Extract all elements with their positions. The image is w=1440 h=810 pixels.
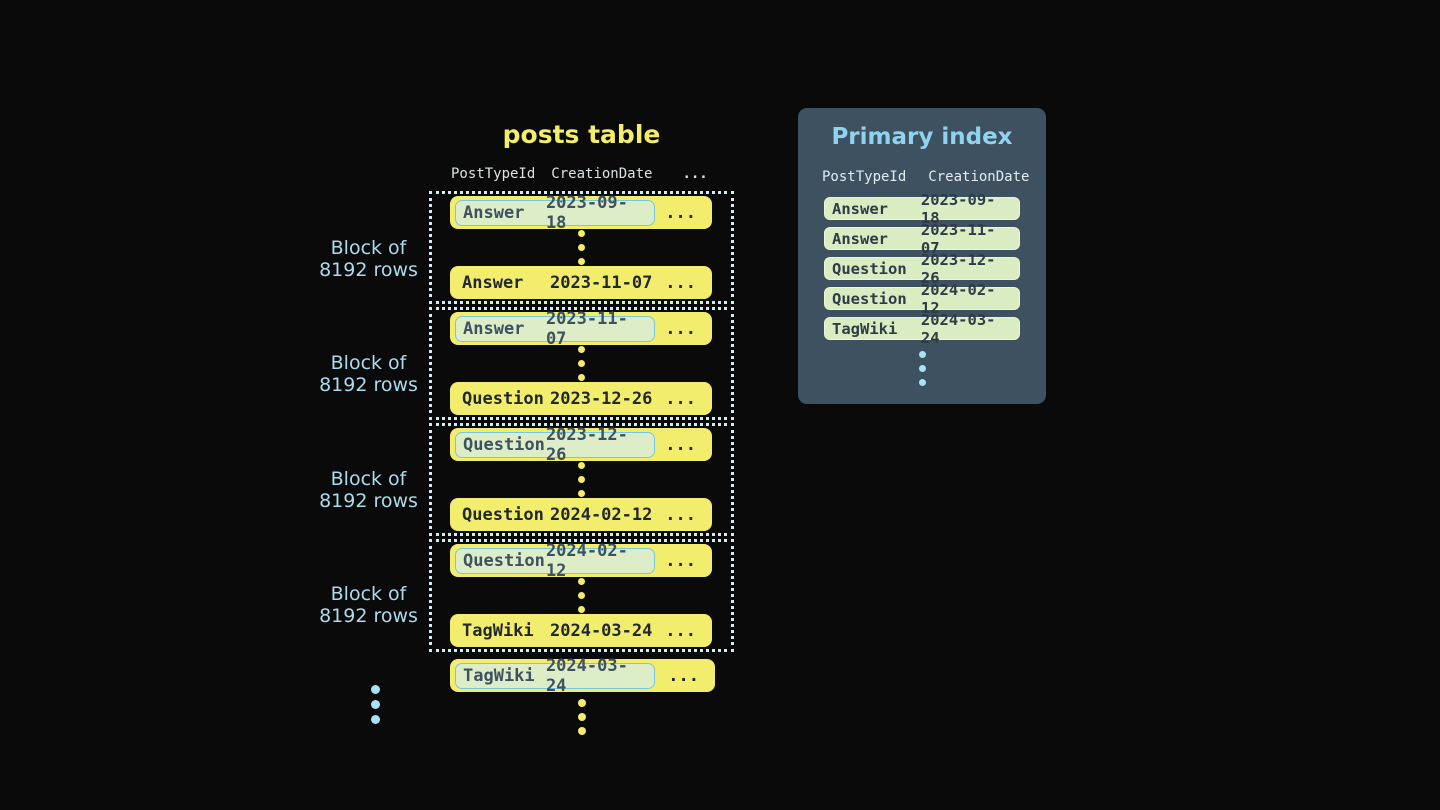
more-index-entries-ellipsis-dots <box>798 351 1046 386</box>
index-entry: Answer 2023-09-18 <box>824 191 1020 227</box>
other-columns-ellipsis: ... <box>665 620 696 641</box>
creation-date-cell: 2024-02-12 <box>920 280 996 317</box>
posts-block-4: Question 2024-02-12 ... TagWiki 2024-03-… <box>429 539 734 652</box>
other-columns-ellipsis: ... <box>665 388 696 409</box>
creation-date-cell: 2024-03-24 <box>545 655 628 696</box>
creation-date-cell: 2023-11-07 <box>550 272 653 293</box>
block-label-line1: Block of <box>330 237 407 259</box>
post-type-cell: TagWiki <box>462 620 534 641</box>
table-row-block-last: Question 2024-02-12 ... <box>450 498 712 531</box>
primary-index-column-headers: PostTypeId CreationDate <box>798 169 1046 185</box>
primary-index-panel: Primary index PostTypeId CreationDate An… <box>798 108 1046 404</box>
posts-next-block-start: TagWiki 2024-03-24 ... <box>429 656 734 696</box>
column-header-posttypeid: PostTypeId <box>451 166 536 182</box>
creation-date-cell: 2024-02-12 <box>545 540 628 581</box>
other-columns-ellipsis: ... <box>668 665 699 686</box>
index-entry: Question 2024-02-12 <box>824 281 1020 317</box>
post-type-cell: Question <box>832 259 907 278</box>
other-columns-ellipsis: ... <box>665 550 696 571</box>
block-label-line1: Block of <box>330 468 407 490</box>
post-type-cell: Answer <box>463 318 525 339</box>
block-label-line2: 8192 rows <box>319 373 418 396</box>
hidden-rows-ellipsis-dots <box>450 345 712 382</box>
indexed-key-highlight: Question 2024-02-12 <box>455 541 655 581</box>
table-row-block-first: Answer 2023-09-18 ... <box>450 193 712 233</box>
posts-table: Answer 2023-09-18 ... Answer 2023-11-07 … <box>429 191 734 735</box>
other-columns-ellipsis: ... <box>665 318 696 339</box>
column-header-creationdate: CreationDate <box>551 166 653 182</box>
block-label-line1: Block of <box>330 352 407 374</box>
creation-date-cell: 2023-11-07 <box>545 308 628 349</box>
block-label-4: Block of 8192 rows <box>306 583 431 627</box>
block-label-1: Block of 8192 rows <box>306 237 431 281</box>
more-blocks-ellipsis-dots <box>371 685 380 724</box>
column-header-creationdate: CreationDate <box>928 169 1030 185</box>
indexed-key-highlight: TagWiki 2024-03-24 <box>455 656 655 696</box>
index-entry: Answer 2023-11-07 <box>824 221 1020 257</box>
post-type-cell: Question <box>832 289 907 308</box>
primary-index-title: Primary index <box>831 124 1013 150</box>
creation-date-cell: 2024-02-12 <box>550 504 653 525</box>
more-rows-ellipsis-dots <box>429 699 734 735</box>
creation-date-cell: 2023-09-18 <box>545 192 628 233</box>
creation-date-cell: 2023-09-18 <box>920 190 996 227</box>
hidden-rows-ellipsis-dots <box>450 461 712 498</box>
post-type-cell: Question <box>462 504 544 525</box>
column-header-ellipsis: ... <box>682 166 708 182</box>
hidden-rows-ellipsis-dots <box>450 229 712 266</box>
post-type-cell: Question <box>463 550 545 571</box>
creation-date-cell: 2024-03-24 <box>920 310 996 347</box>
post-type-cell: TagWiki <box>463 665 535 686</box>
block-label-line2: 8192 rows <box>319 258 418 281</box>
table-row-block-first: Question 2023-12-26 ... <box>450 425 712 465</box>
other-columns-ellipsis: ... <box>665 504 696 525</box>
primary-index-rows: Answer 2023-09-18 Answer 2023-11-07 Ques… <box>824 191 1020 347</box>
indexed-key-highlight: Question 2023-12-26 <box>455 425 655 465</box>
index-entry: Question 2023-12-26 <box>824 251 1020 287</box>
table-row-block-first: Question 2024-02-12 ... <box>450 541 712 581</box>
table-row-block-first: TagWiki 2024-03-24 ... <box>450 656 715 696</box>
posts-table-column-headers: PostTypeId CreationDate ... <box>429 166 734 182</box>
post-type-cell: TagWiki <box>832 319 898 338</box>
indexed-key-highlight: Answer 2023-09-18 <box>455 193 655 233</box>
column-header-posttypeid: PostTypeId <box>822 169 907 185</box>
post-type-cell: Answer <box>832 229 888 248</box>
block-label-line1: Block of <box>330 583 407 605</box>
creation-date-cell: 2023-12-26 <box>545 424 628 465</box>
other-columns-ellipsis: ... <box>665 434 696 455</box>
table-row-block-first: Answer 2023-11-07 ... <box>450 309 712 349</box>
block-label-3: Block of 8192 rows <box>306 468 431 512</box>
posts-block-2: Answer 2023-11-07 ... Question 2023-12-2… <box>429 307 734 420</box>
post-type-cell: Answer <box>832 199 888 218</box>
post-type-cell: Question <box>463 434 545 455</box>
other-columns-ellipsis: ... <box>665 202 696 223</box>
creation-date-cell: 2023-11-07 <box>920 220 996 257</box>
hidden-rows-ellipsis-dots <box>450 577 712 614</box>
posts-table-title: posts table <box>502 120 661 149</box>
posts-block-3: Question 2023-12-26 ... Question 2024-02… <box>429 423 734 536</box>
block-label-line2: 8192 rows <box>319 604 418 627</box>
creation-date-cell: 2023-12-26 <box>550 388 653 409</box>
post-type-cell: Question <box>462 388 544 409</box>
creation-date-cell: 2024-03-24 <box>550 620 653 641</box>
block-label-line2: 8192 rows <box>319 489 418 512</box>
post-type-cell: Answer <box>463 202 525 223</box>
block-label-2: Block of 8192 rows <box>306 352 431 396</box>
posts-block-1: Answer 2023-09-18 ... Answer 2023-11-07 … <box>429 191 734 304</box>
indexed-key-highlight: Answer 2023-11-07 <box>455 309 655 349</box>
table-row-block-last: TagWiki 2024-03-24 ... <box>450 614 712 647</box>
creation-date-cell: 2023-12-26 <box>920 250 996 287</box>
other-columns-ellipsis: ... <box>665 272 696 293</box>
post-type-cell: Answer <box>462 272 524 293</box>
table-row-block-last: Answer 2023-11-07 ... <box>450 266 712 299</box>
index-entry: TagWiki 2024-03-24 <box>824 311 1020 347</box>
table-row-block-last: Question 2023-12-26 ... <box>450 382 712 415</box>
